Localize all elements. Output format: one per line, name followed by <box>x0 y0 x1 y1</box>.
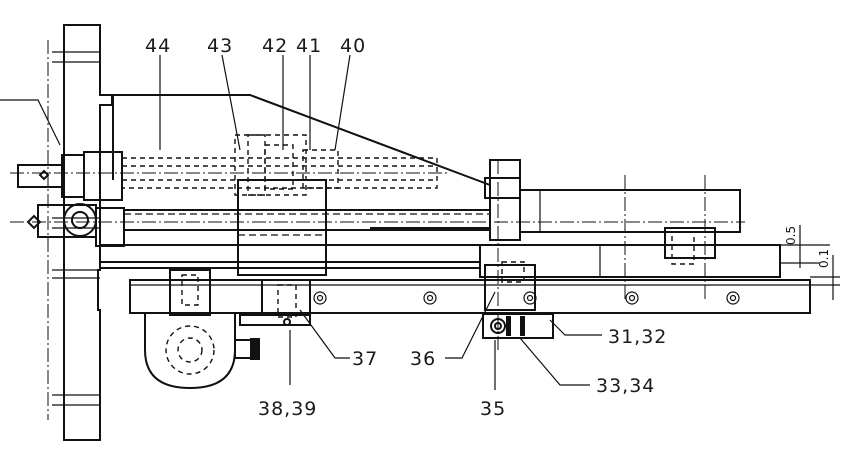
upper-bracket <box>100 94 491 186</box>
callout-42: 42 <box>262 35 288 57</box>
callout-41: 41 <box>296 35 322 57</box>
callout-40: 40 <box>340 35 366 57</box>
dimension-lines <box>780 225 840 300</box>
right-bar <box>484 159 741 300</box>
leader-lines <box>0 54 602 390</box>
lower-plates <box>100 179 811 314</box>
adjust-knob <box>144 269 260 390</box>
dimension-0-5: 0.5 <box>784 226 798 245</box>
callout-38-39: 38,39 <box>258 398 317 420</box>
rail-holes <box>313 291 740 305</box>
eye-clamp <box>10 203 745 247</box>
callout-36: 36 <box>410 348 436 370</box>
clamp-block <box>482 160 554 350</box>
callout-35: 35 <box>480 398 506 420</box>
left-flange <box>47 24 113 441</box>
dimension-0-1: 0.1 <box>817 249 831 268</box>
callout-31-32: 31,32 <box>608 326 667 348</box>
callout-43: 43 <box>207 35 233 57</box>
callout-37: 37 <box>352 348 378 370</box>
callout-44: 44 <box>145 35 171 57</box>
screw-block <box>239 279 311 326</box>
callout-33-34: 33,34 <box>596 375 655 397</box>
